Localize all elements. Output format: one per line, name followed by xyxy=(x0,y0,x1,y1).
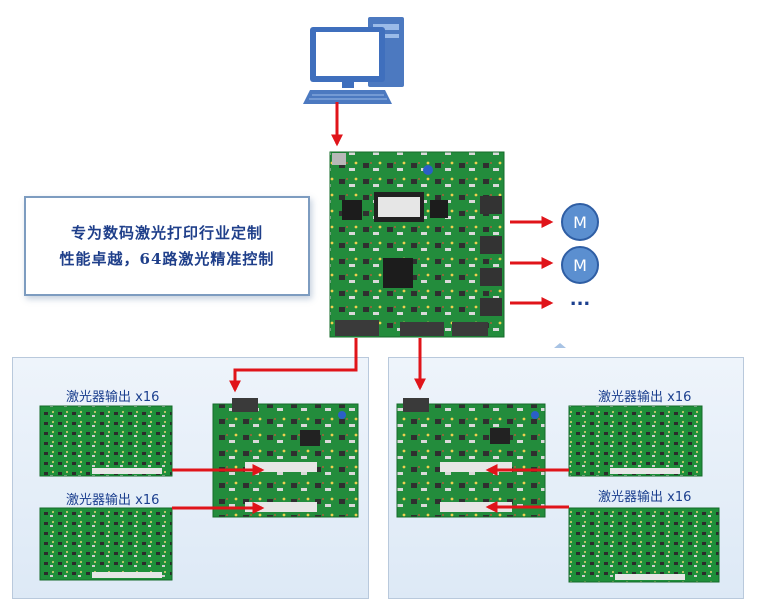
callout-line-1: 专为数码激光打印行业定制 xyxy=(70,224,263,242)
right-laser-board-top xyxy=(568,405,703,477)
panel-marker-icon xyxy=(554,343,566,348)
left-laser-board-bottom xyxy=(39,507,173,581)
right-driver-board xyxy=(396,398,546,518)
right-laser-board-bottom xyxy=(568,507,720,583)
left-label-bottom: 激光器输出 x16 xyxy=(66,493,160,508)
arrow-board-to-left xyxy=(229,338,358,393)
computer-icon xyxy=(303,17,404,104)
feature-callout: 专为数码激光打印行业定制 性能卓越，64路激光精准控制 xyxy=(24,196,310,296)
callout-line-2: 性能卓越，64路激光精准控制 xyxy=(59,250,275,268)
motor-more: ... xyxy=(570,289,591,310)
motor-icon-1: M xyxy=(561,203,599,241)
right-label-top: 激光器输出 x16 xyxy=(598,390,692,405)
motor-icon-2: M xyxy=(561,246,599,284)
motor-label-1: M xyxy=(573,213,587,232)
left-laser-board-top xyxy=(39,405,173,477)
left-driver-board xyxy=(212,398,359,518)
motor-label-2: M xyxy=(573,256,587,275)
left-label-top: 激光器输出 x16 xyxy=(66,390,160,405)
main-controller-board xyxy=(329,151,505,338)
right-label-bottom: 激光器输出 x16 xyxy=(598,490,692,505)
